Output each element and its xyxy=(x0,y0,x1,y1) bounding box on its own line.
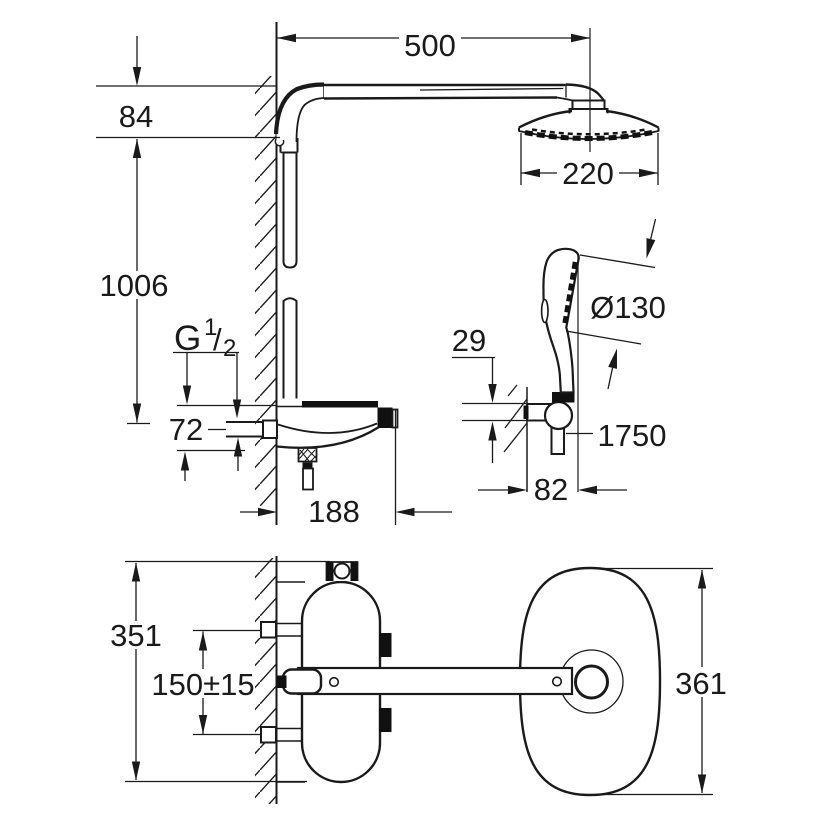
dim-500: 500 xyxy=(404,28,456,63)
shower-arm-plan xyxy=(296,666,574,696)
dim-220: 220 xyxy=(562,156,614,191)
dim-361: 361 xyxy=(675,666,727,701)
dim-72: 72 xyxy=(169,412,203,447)
plan-view xyxy=(255,556,662,804)
supply-connection xyxy=(208,419,278,439)
hand-shower-grip-band xyxy=(552,392,575,403)
dim-1006: 1006 xyxy=(100,268,169,303)
dim-1750: 1750 xyxy=(598,418,667,453)
dim-188: 188 xyxy=(308,494,360,529)
holder-ball-joint xyxy=(543,400,574,431)
hand-shower-button xyxy=(540,298,549,324)
shower-arm xyxy=(273,82,605,143)
arm-screw-right xyxy=(551,676,563,687)
dimensions-plan: 351 150±15 361 xyxy=(110,560,729,796)
mixer-knob-top xyxy=(379,633,392,657)
spray-nozzle-texture xyxy=(524,130,653,141)
hand-shower xyxy=(542,247,580,394)
dim-84: 84 xyxy=(119,99,153,134)
shower-rail xyxy=(274,124,299,399)
dim-130: Ø130 xyxy=(590,290,666,325)
wall-hatching-lower xyxy=(255,558,277,804)
dimensions-hand-shower: Ø130 29 1750 82 xyxy=(452,218,667,507)
head-shower-collar xyxy=(571,99,606,110)
mixer-knob-bottom xyxy=(379,708,392,732)
mixer-knob xyxy=(377,407,393,428)
arm-escutcheon xyxy=(281,668,323,695)
head-shower xyxy=(518,99,660,141)
shower-hose xyxy=(550,427,565,455)
dimensions-upper: 500 84 1006 G 1 / 2 72 xyxy=(96,28,659,529)
svg-text:/: / xyxy=(213,322,222,357)
mixer-outlet xyxy=(297,447,318,491)
dim-351: 351 xyxy=(110,618,162,653)
svg-text:1: 1 xyxy=(204,314,217,341)
dim-82: 82 xyxy=(534,472,568,507)
dim-29: 29 xyxy=(452,323,486,358)
wall-hatching-upper xyxy=(255,76,277,506)
svg-text:G: G xyxy=(174,319,201,358)
arm-ball-joint-plan xyxy=(574,664,609,700)
side-view xyxy=(208,22,660,525)
mixer-top-edge xyxy=(302,401,378,408)
hand-shower-assembly xyxy=(462,247,580,492)
arm-screw-left xyxy=(328,676,340,688)
dim-150: 150±15 xyxy=(151,667,254,702)
thread-label-g12: G 1 / 2 xyxy=(173,314,242,419)
svg-text:2: 2 xyxy=(223,335,236,362)
